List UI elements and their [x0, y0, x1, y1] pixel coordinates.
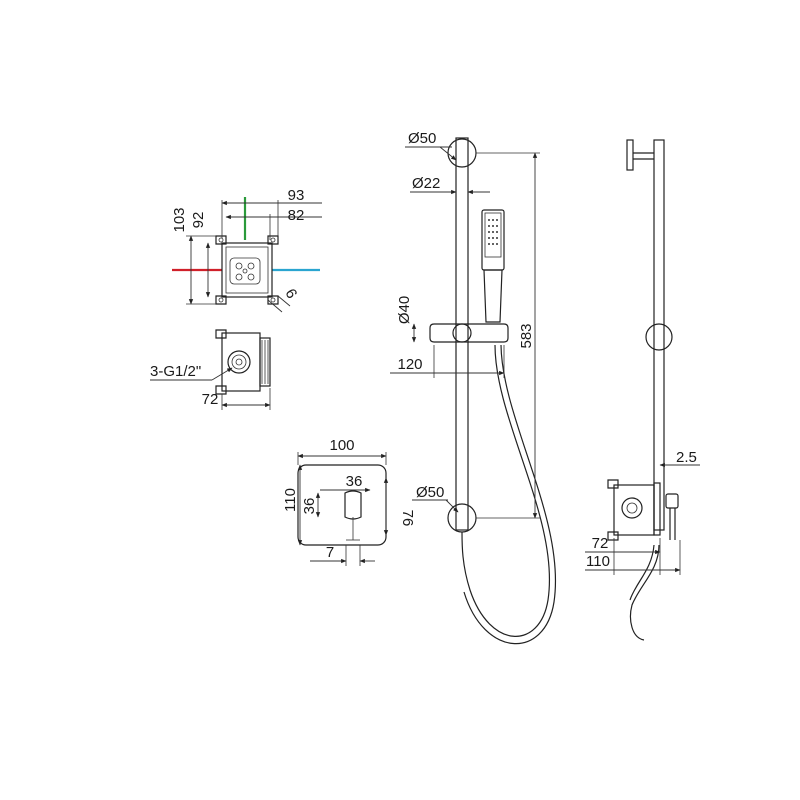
- dim-6: 6: [281, 286, 300, 302]
- bottom-wall-bracket: [447, 503, 477, 533]
- dim-110-vertical: 110: [282, 488, 299, 512]
- dim-82: 82: [288, 207, 305, 224]
- rail-slider: [429, 323, 509, 343]
- dim-92: 92: [190, 212, 207, 229]
- slide-rail-front-view: Ø50 Ø22 Ø40 120 583 Ø50: [390, 130, 556, 645]
- valve-box-body: [221, 242, 273, 298]
- slide-rail: [455, 137, 469, 531]
- valve-box-top-view: 93 82 103 92 6: [171, 187, 322, 313]
- dim-76: 76: [399, 510, 416, 527]
- valve-box-side-view: 3-G1/2" 72: [150, 329, 271, 410]
- top-wall-bracket: [447, 138, 477, 168]
- dim-72-box: 72: [202, 391, 219, 408]
- dim-plate-thickness: 2.5: [676, 449, 697, 466]
- shower-hose: [461, 344, 550, 637]
- dim-93: 93: [288, 187, 305, 204]
- dim-103: 103: [171, 207, 188, 232]
- dim-100: 100: [329, 437, 354, 454]
- hand-shower-handle: [483, 269, 503, 323]
- mixer-handle: [344, 490, 362, 520]
- dim-side-box-depth: 72: [592, 535, 609, 552]
- wall-plate-front-view: 100 36 110 36 76 7: [282, 437, 416, 566]
- spray-nozzles: [488, 219, 498, 245]
- side-rail: [653, 139, 665, 531]
- dim-slider-projection: 120: [397, 356, 422, 373]
- slide-rail-side-view: 2.5 72 110: [585, 139, 700, 641]
- dim-side-total-depth: 110: [586, 553, 610, 570]
- side-valve-box: [613, 484, 655, 536]
- dim-rail-diameter: Ø22: [412, 175, 440, 192]
- dim-7: 7: [326, 544, 334, 561]
- dim-36-vertical: 36: [301, 498, 318, 515]
- dim-36-horizontal: 36: [346, 473, 363, 490]
- dim-bottom-bracket-diameter: Ø50: [416, 484, 444, 501]
- side-slider: [645, 323, 673, 351]
- dim-top-bracket-diameter: Ø50: [408, 130, 436, 147]
- dim-rail-length: 583: [518, 323, 535, 348]
- thread-label: 3-G1/2": [150, 363, 201, 380]
- dim-slider-diameter: Ø40: [396, 296, 413, 324]
